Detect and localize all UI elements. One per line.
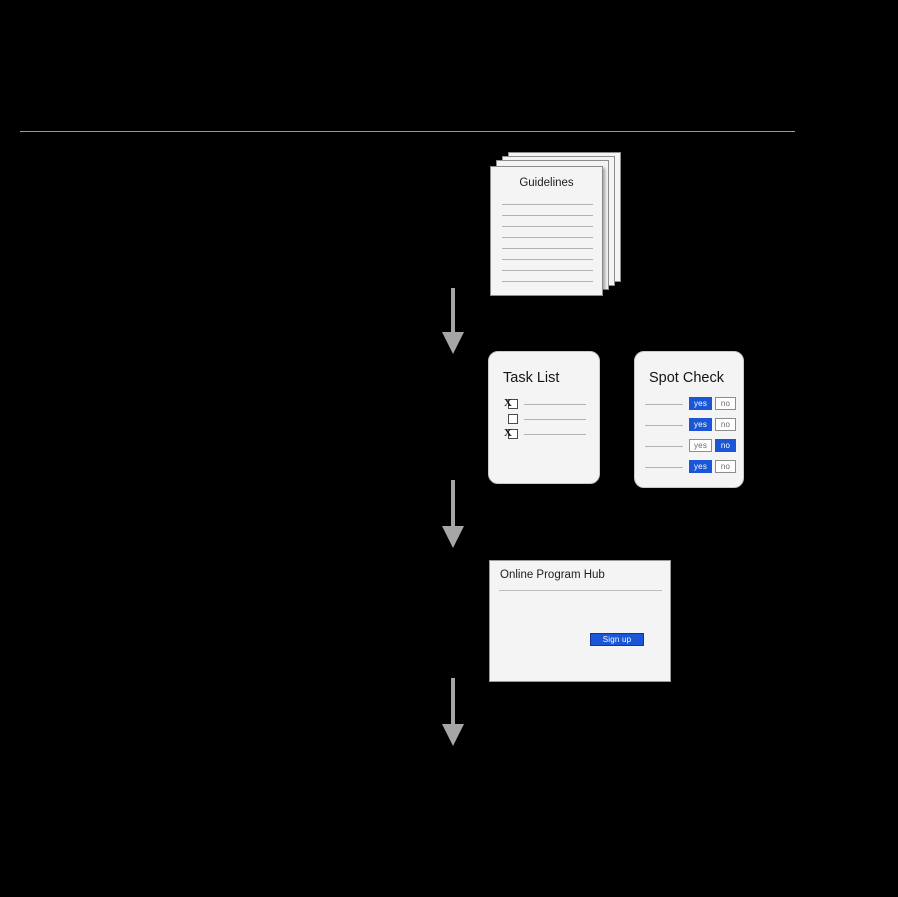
arrow-guidelines-to-tasklist bbox=[442, 288, 464, 354]
guidelines-line bbox=[502, 281, 593, 282]
guidelines-text-lines bbox=[502, 204, 593, 292]
spot-check-rows: yes no yes no yes no yes no bbox=[645, 397, 737, 481]
spot-check-no-button[interactable]: no bbox=[715, 397, 736, 410]
arrow-head-down-icon bbox=[442, 526, 464, 548]
spot-check-row: yes no bbox=[645, 418, 737, 432]
sign-up-button[interactable]: Sign up bbox=[590, 633, 644, 646]
guidelines-sheet-front: Guidelines bbox=[490, 166, 603, 296]
task-row[interactable] bbox=[504, 413, 588, 427]
task-row[interactable]: X bbox=[504, 397, 588, 412]
spot-check-label-line bbox=[645, 446, 683, 447]
task-label-line bbox=[524, 419, 586, 420]
hub-header-divider bbox=[499, 590, 662, 591]
arrow-head-down-icon bbox=[442, 332, 464, 354]
task-checkbox-unchecked[interactable] bbox=[508, 414, 518, 424]
spot-check-row: yes no bbox=[645, 460, 737, 474]
arrow-shaft bbox=[451, 288, 455, 332]
spot-check-yes-button[interactable]: yes bbox=[689, 460, 712, 473]
spot-check-label-line bbox=[645, 467, 683, 468]
task-list-title: Task List bbox=[503, 370, 560, 386]
task-list-rows: X X bbox=[504, 397, 588, 443]
spot-check-yes-button[interactable]: yes bbox=[689, 397, 712, 410]
top-horizontal-rule bbox=[20, 131, 795, 132]
task-checkbox-checked[interactable] bbox=[508, 399, 518, 409]
arrow-tasklist-to-hub bbox=[442, 480, 464, 548]
spot-check-yes-button[interactable]: yes bbox=[689, 418, 712, 431]
guidelines-line bbox=[502, 215, 593, 216]
task-checkbox-checked[interactable] bbox=[508, 429, 518, 439]
task-row[interactable]: X bbox=[504, 427, 588, 442]
arrow-hub-to-next bbox=[442, 678, 464, 746]
checkmark-x-icon: X bbox=[504, 427, 512, 439]
arrow-shaft bbox=[451, 480, 455, 526]
spot-check-no-button[interactable]: no bbox=[715, 418, 736, 431]
spot-check-title: Spot Check bbox=[649, 370, 724, 386]
online-program-hub-panel[interactable]: Online Program Hub Sign up bbox=[489, 560, 671, 682]
spot-check-yes-button[interactable]: yes bbox=[689, 439, 712, 452]
guidelines-document-stack[interactable]: Guidelines bbox=[490, 152, 630, 297]
checkmark-x-icon: X bbox=[504, 397, 512, 409]
spot-check-label-line bbox=[645, 404, 683, 405]
task-list-card[interactable]: Task List X X bbox=[488, 351, 600, 484]
guidelines-line bbox=[502, 259, 593, 260]
guidelines-line bbox=[502, 270, 593, 271]
guidelines-line bbox=[502, 204, 593, 205]
spot-check-row: yes no bbox=[645, 439, 737, 453]
spot-check-card[interactable]: Spot Check yes no yes no yes no yes no bbox=[634, 351, 744, 488]
spot-check-no-button[interactable]: no bbox=[715, 439, 736, 452]
spot-check-no-button[interactable]: no bbox=[715, 460, 736, 473]
task-label-line bbox=[524, 434, 586, 435]
arrow-shaft bbox=[451, 678, 455, 724]
spot-check-label-line bbox=[645, 425, 683, 426]
guidelines-title: Guidelines bbox=[519, 177, 574, 189]
guidelines-line bbox=[502, 226, 593, 227]
arrow-head-down-icon bbox=[442, 724, 464, 746]
spot-check-row: yes no bbox=[645, 397, 737, 411]
guidelines-line bbox=[502, 237, 593, 238]
task-label-line bbox=[524, 404, 586, 405]
online-program-hub-title: Online Program Hub bbox=[500, 569, 605, 581]
guidelines-line bbox=[502, 248, 593, 249]
